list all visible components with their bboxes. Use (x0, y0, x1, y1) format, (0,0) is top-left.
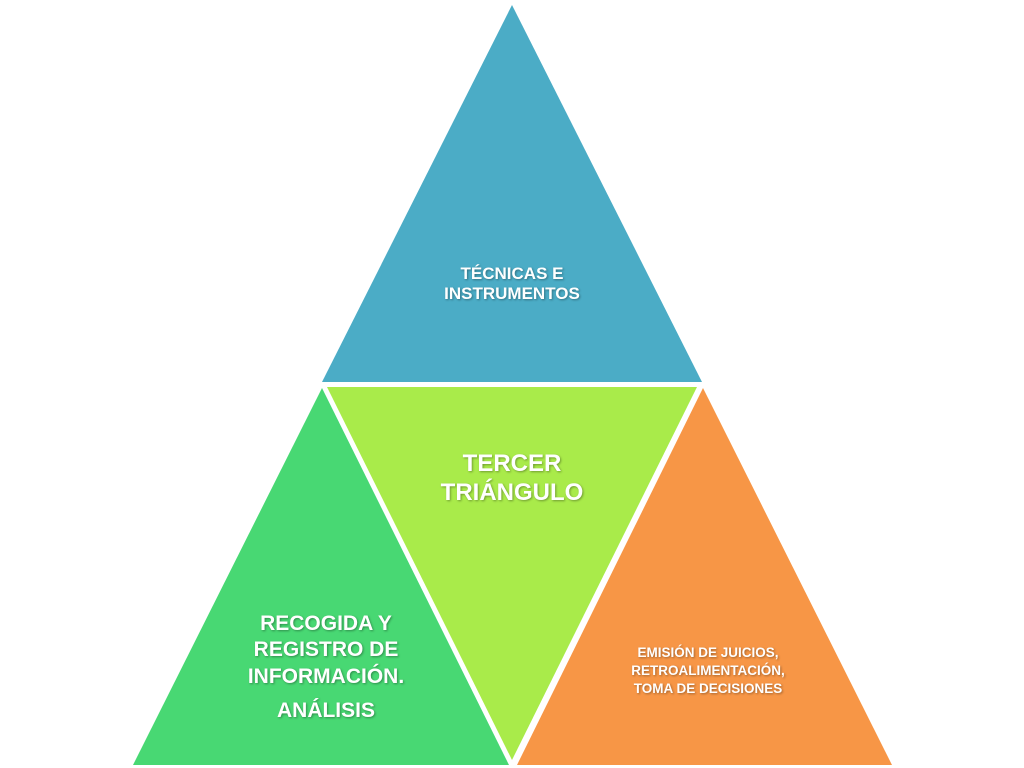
label-line: TERCER (462, 450, 562, 477)
label-line: TÉCNICAS E (460, 264, 564, 283)
label-line: RECOGIDA Y (260, 612, 392, 635)
label-line: INFORMACIÓN. (247, 664, 405, 688)
triangle-center-tercer (327, 387, 697, 760)
label-analisis: ANÁLISIS (276, 698, 375, 722)
label-line: TOMA DE DECISIONES (633, 681, 783, 697)
triangle-top-tecnicas (322, 5, 702, 382)
label-line: RETROALIMENTACIÓN, (631, 663, 785, 679)
label-line: REGISTRO DE (253, 638, 399, 662)
label-tecnicas-instrumentos: TÉCNICAS E INSTRUMENTOS (412, 264, 612, 305)
label-line: TRIÁNGULO (440, 479, 584, 507)
label-line: EMISIÓN DE JUICIOS, (637, 645, 779, 660)
label-recogida-registro: RECOGIDA Y REGISTRO DE INFORMACIÓN. ANÁL… (216, 611, 436, 724)
label-emision-juicios: EMISIÓN DE JUICIOS, RETROALIMENTACIÓN, T… (598, 644, 818, 699)
triangle-left-recogida (133, 388, 509, 765)
label-line: INSTRUMENTOS (444, 284, 580, 304)
label-tercer-triangulo: TERCER TRIÁNGULO (412, 449, 612, 508)
triangle-right-emision (517, 388, 892, 765)
